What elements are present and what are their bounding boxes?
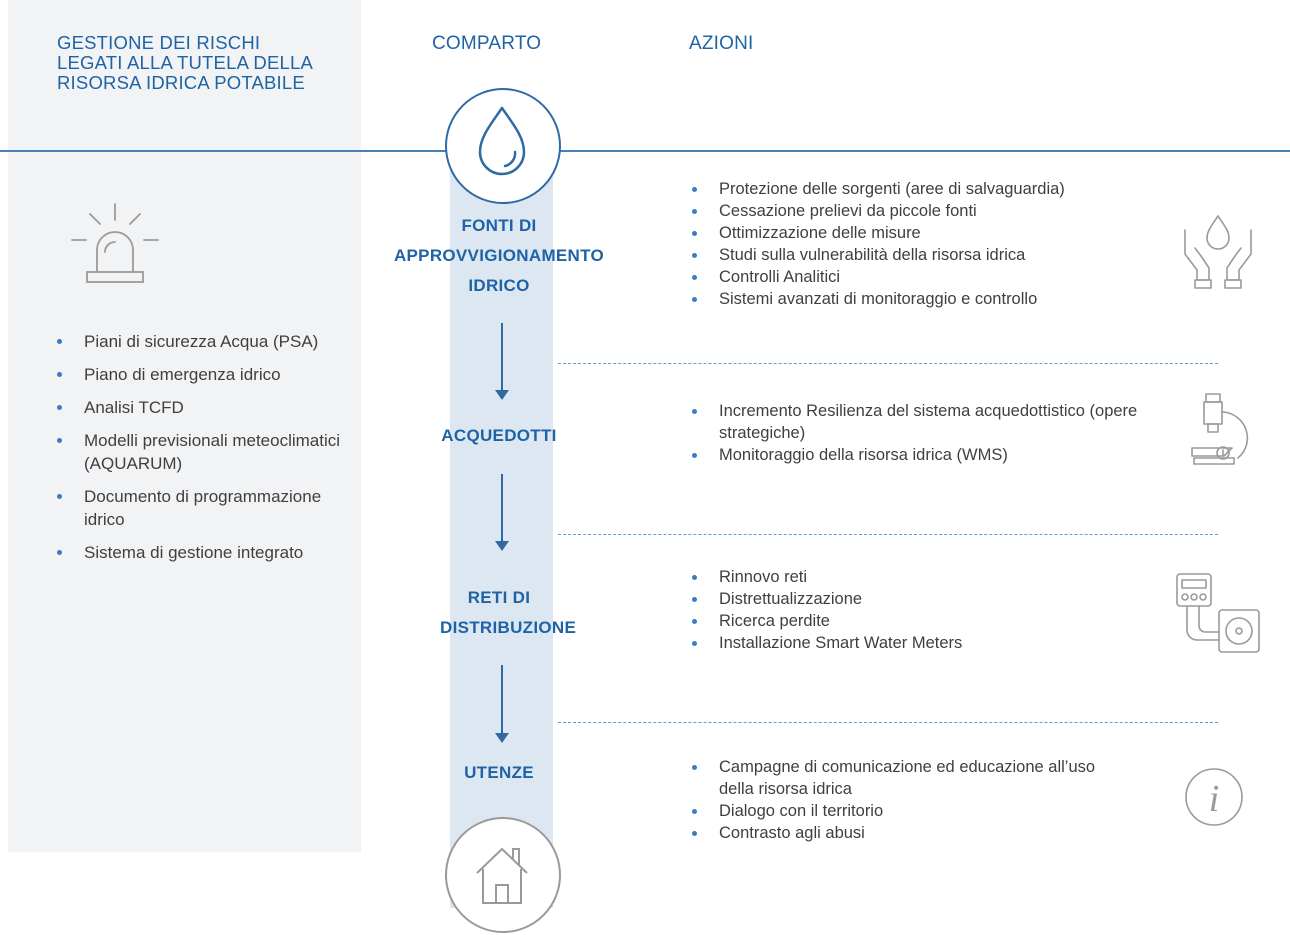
list-item: Installazione Smart Water Meters [692,632,1142,654]
actions-utenze: Campagne di comunicazione ed educazione … [692,756,1132,844]
list-item: Monitoraggio della risorsa idrica (WMS) [692,444,1162,466]
list-item: Analisi TCFD [57,396,347,419]
house-icon [445,817,561,933]
stage-label-fonti: FONTI DI APPROVVIGIONAMENTO IDRICO [393,216,605,295]
list-item: Campagne di comunicazione ed educazione … [692,756,1132,800]
list-item: Sistemi avanzati di monitoraggio e contr… [692,288,1142,310]
list-item: Protezione delle sorgenti (aree di salva… [692,178,1142,200]
left-header: GESTIONE DEI RISCHI LEGATI ALLA TUTELA D… [57,32,313,93]
azioni-header: AZIONI [689,33,754,54]
flow-arrow [495,665,509,743]
actions-acquedotti: Incremento Resilienza del sistema acqued… [692,400,1162,466]
stage-divider [558,534,1218,535]
left-panel [8,0,361,852]
flow-arrow [495,323,509,400]
flow-arrow [495,474,509,551]
list-item: Studi sulla vulnerabilità della risorsa … [692,244,1142,266]
list-item: Piano di emergenza idrico [57,363,347,386]
comparto-header: COMPARTO [432,33,542,54]
stage-label-reti: RETI DI DISTRIBUZIONE [440,588,577,637]
list-item: Incremento Resilienza del sistema acqued… [692,400,1162,444]
list-item: Contrasto agli abusi [692,822,1132,844]
list-item: Ottimizzazione delle misure [692,222,1142,244]
list-item: Modelli previsionali meteoclimatici (AQU… [57,429,347,475]
list-item: Dialogo con il territorio [692,800,1132,822]
left-risk-list: Piani di sicurezza Acqua (PSA) Piano di … [57,330,347,574]
actions-reti: Rinnovo reti Distrettualizzazione Ricerc… [692,566,1142,654]
list-item: Distrettualizzazione [692,588,1142,610]
actions-fonti: Protezione delle sorgenti (aree di salva… [692,178,1142,310]
list-item: Sistema di gestione integrato [57,541,347,564]
header-divider [0,150,1290,152]
list-item: Controlli Analitici [692,266,1142,288]
alarm-siren-icon [70,200,160,297]
stage-divider [558,722,1218,723]
list-item: Rinnovo reti [692,566,1142,588]
list-item: Cessazione prelievi da piccole fonti [692,200,1142,222]
info-icon: i [1183,766,1245,833]
water-meter-icon [1173,572,1263,659]
water-drop-icon [445,88,561,204]
stage-divider [558,363,1218,364]
list-item: Piani di sicurezza Acqua (PSA) [57,330,347,353]
svg-text:i: i [1209,778,1220,820]
stage-label-acquedotti: ACQUEDOTTI [441,426,557,445]
hands-drop-icon [1177,210,1259,297]
list-item: Ricerca perdite [692,610,1142,632]
microscope-icon [1188,390,1258,477]
list-item: Documento di programmazione idrico [57,485,347,531]
stage-label-utenze: UTENZE [464,763,534,782]
